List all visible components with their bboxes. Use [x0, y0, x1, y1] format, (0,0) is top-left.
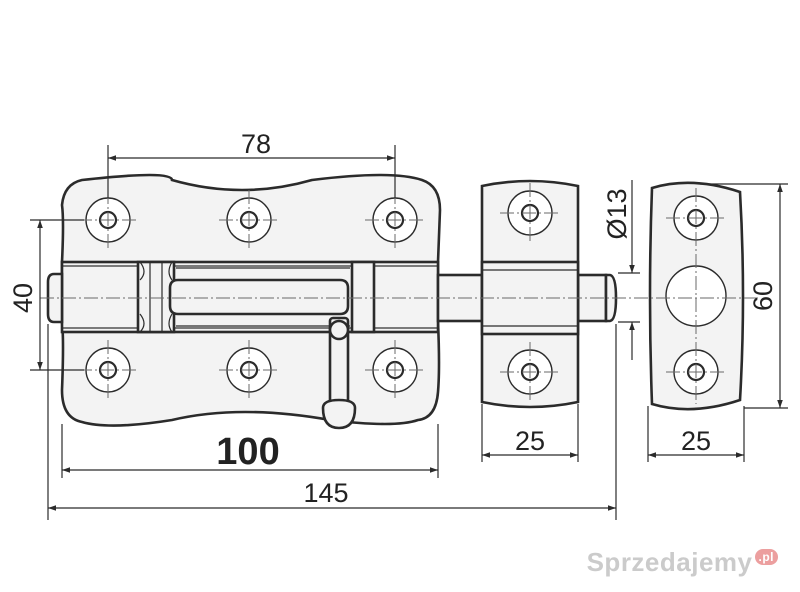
watermark-suffix: .pl [754, 549, 778, 566]
bolt-housing [60, 260, 440, 334]
dim-label-78: 78 [241, 129, 271, 159]
dim-label-diameter: Ø13 [602, 188, 632, 239]
watermark: Sprzedajemy.pl [587, 547, 778, 578]
dim-label-145: 145 [303, 478, 348, 508]
dim-label-strike-25: 25 [681, 426, 711, 456]
center-lines [40, 183, 760, 404]
strike-plate [648, 181, 745, 411]
watermark-text: Sprzedajemy [586, 547, 753, 577]
dim-label-100: 100 [216, 431, 279, 473]
dim-label-40: 40 [8, 283, 38, 313]
dim-label-keeper-25: 25 [515, 426, 545, 456]
bolt-handle [321, 316, 357, 430]
dimension-lines [37, 155, 783, 511]
bolt-end-left [46, 272, 64, 324]
dim-label-60: 60 [748, 281, 778, 311]
